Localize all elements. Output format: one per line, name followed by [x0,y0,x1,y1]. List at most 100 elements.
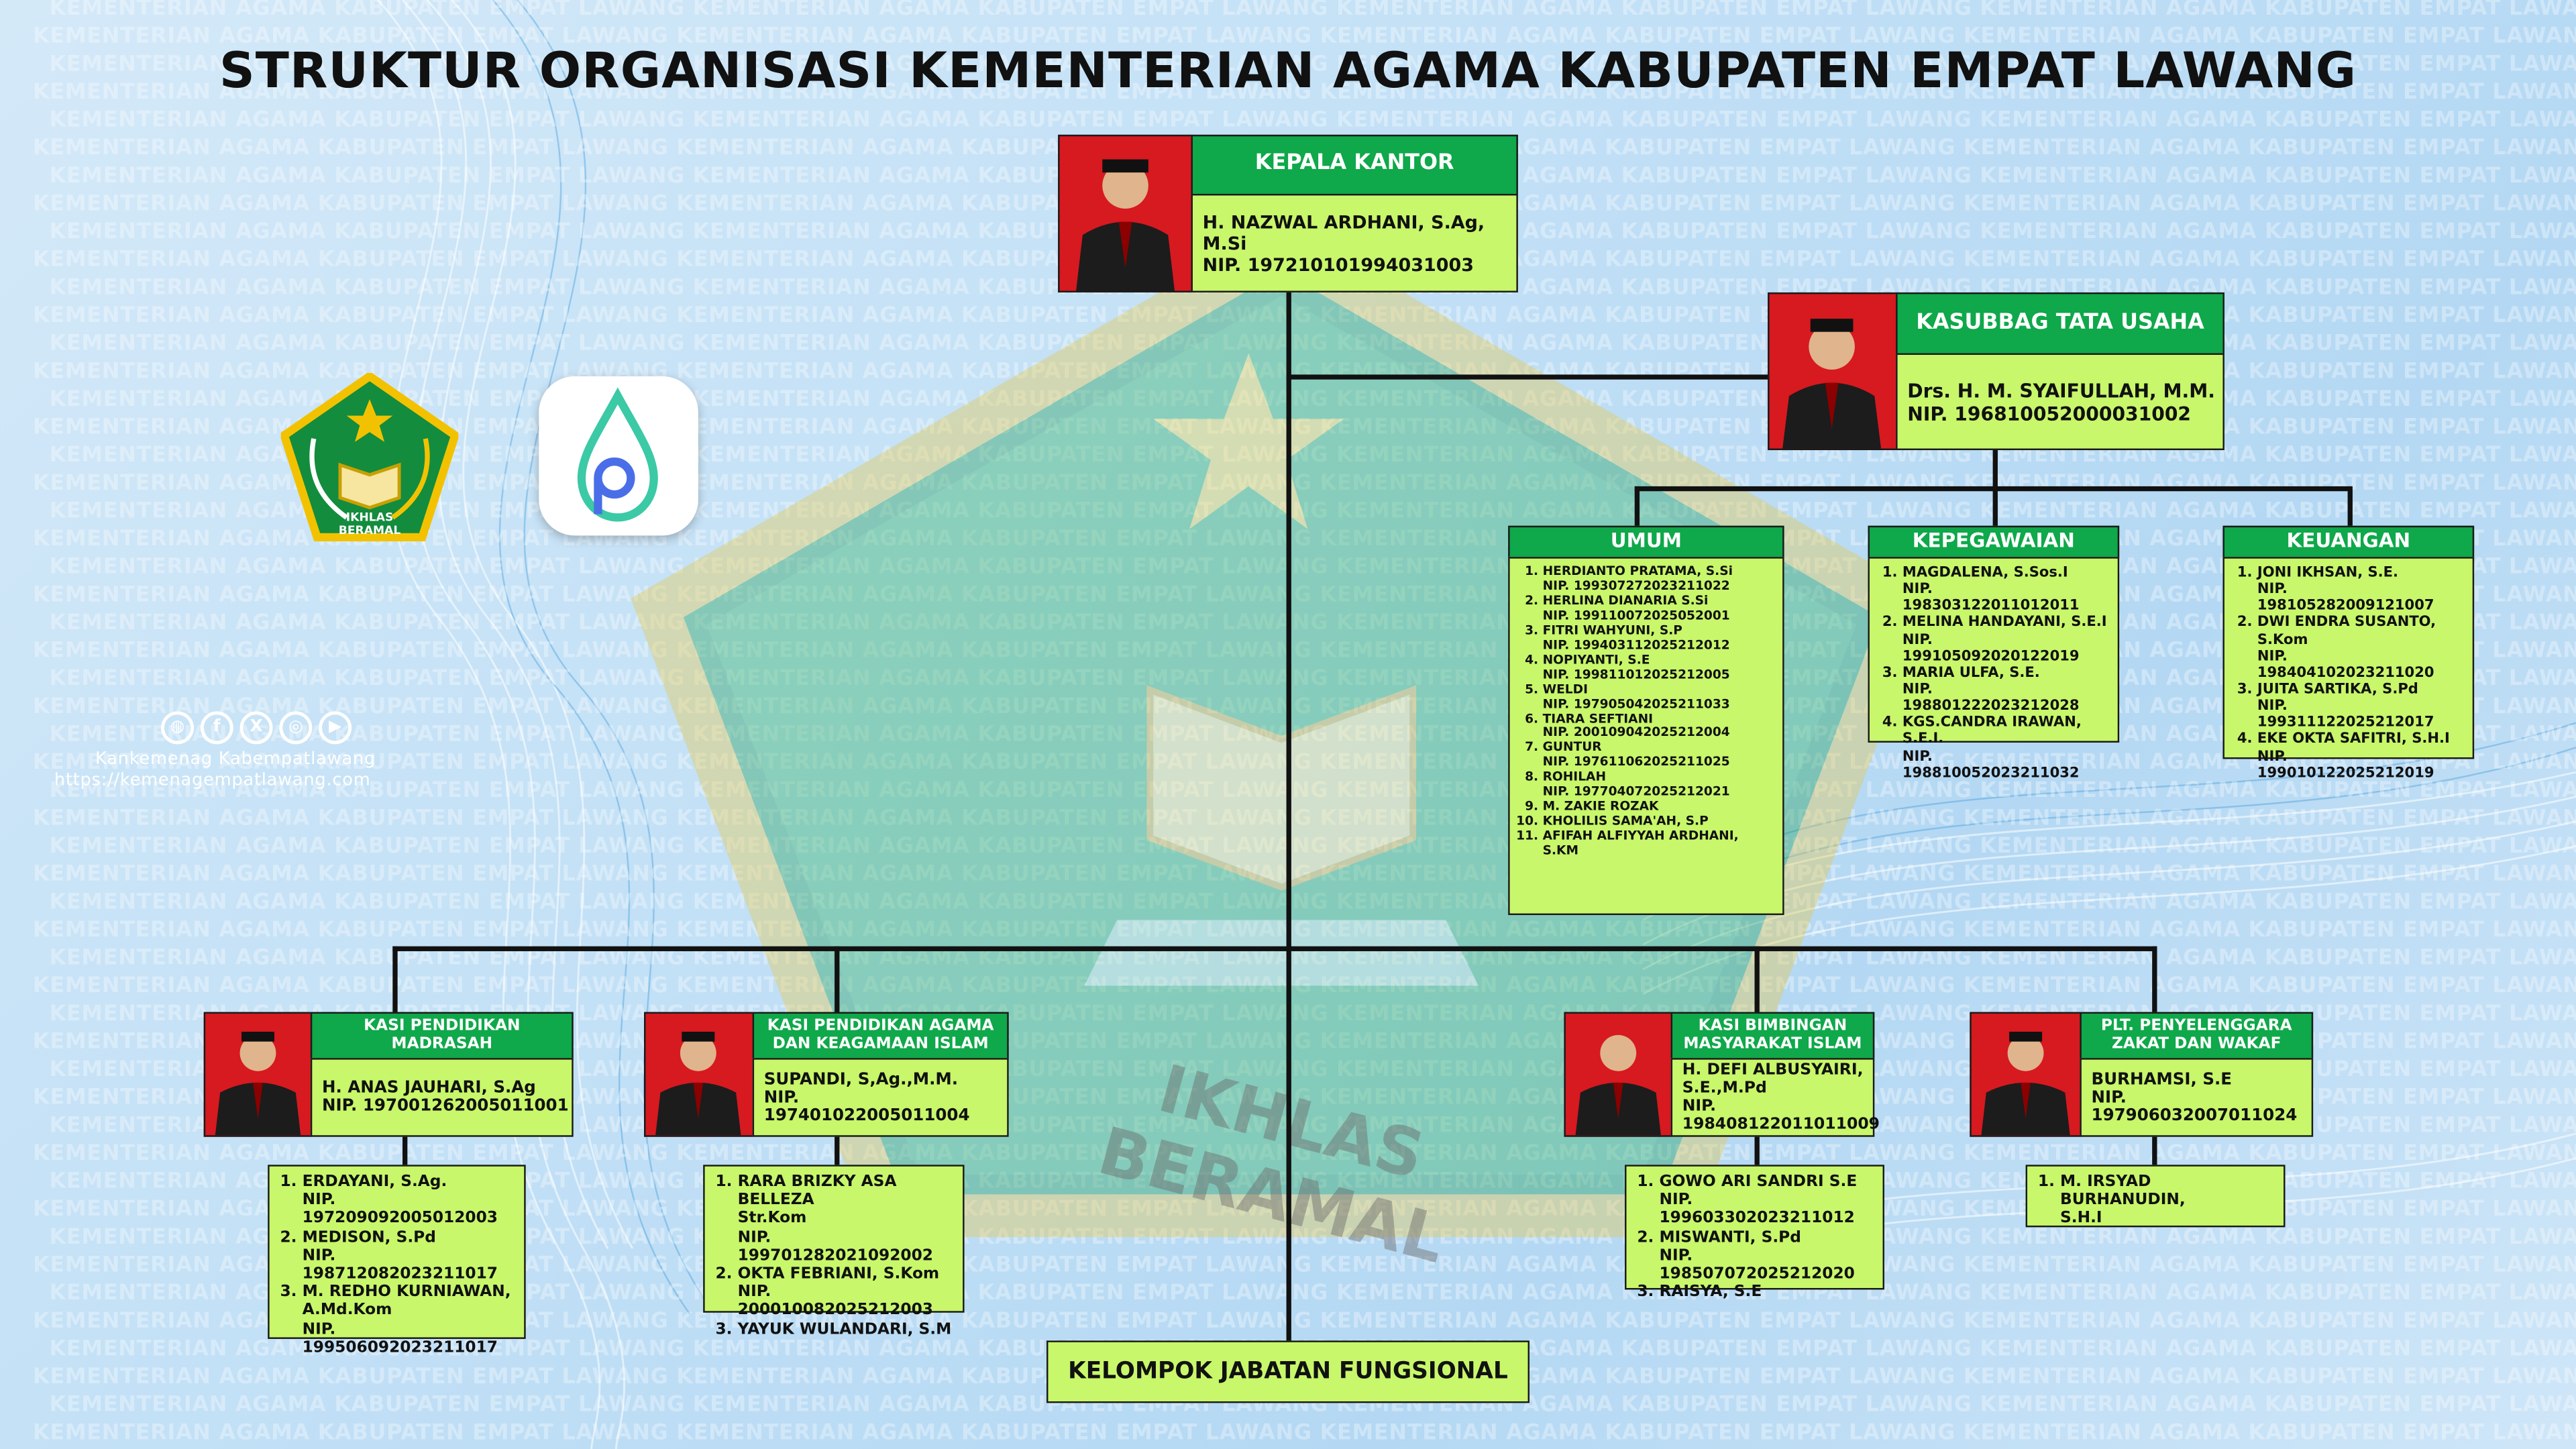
connector-sec1-list [402,1133,408,1167]
facebook-icon[interactable]: f [200,711,233,745]
section-photo-1 [203,1012,313,1137]
umum-list: HERDIANTO PRATAMA, S.Si NIP. 19930727202… [1508,557,1784,916]
person-icon [215,1031,301,1136]
tu-info: Drs. H. M. SYAIFULLAH, M.M. NIP. 1968100… [1896,353,2224,451]
list-item: MEDISON, S.Pd NIP. 198712082023211017 [303,1228,518,1283]
list-item: MARIA ULFA, S.E. NIP. 198801222023212028 [1902,665,2111,715]
connector-sec-1 [392,946,398,1012]
kepegawaian-list: MAGDALENA, S.Sos.I NIP. 1983031220110120… [1868,557,2120,782]
list-item: NOPIYANTI, S.E NIP. 199811012025212005 [1543,652,1776,683]
list-item: RAISYA, S.E [1659,1283,1876,1301]
keuangan-title: KEUANGAN [2222,525,2475,559]
connector-sections-branch [392,946,2157,951]
person-icon [1076,159,1175,291]
section-nip-2: NIP. 197401022005011004 [763,1088,970,1125]
section-list-2: RARA BRIZKY ASA BELLEZA Str.Kom NIP. 199… [703,1165,965,1338]
list-item: YAYUK WULANDARI, S.M [738,1320,957,1338]
page-title: STRUKTUR ORGANISASI KEMENTERIAN AGAMA KA… [219,42,2357,101]
section-photo-3 [1564,1012,1673,1137]
section-role-2: KASI PENDIDIKAN AGAMA DAN KEAGAMAAN ISLA… [752,1012,1009,1060]
tu-photo [1768,292,1898,451]
list-item: HERLINA DIANARIA S.Si NIP. 1991100720250… [1543,593,1776,624]
list-item: FITRI WAHYUNI, S.P NIP. 1994031120252120… [1543,623,1776,653]
section-nip-4: NIP. 197906032007011024 [2091,1088,2298,1125]
section-role-3: KASI BIMBINGAN MASYARAKAT ISLAM [1670,1012,1875,1060]
connector-sec-3 [1754,946,1760,1012]
section-info-3: H. DEFI ALBUSYAIRI, S.E.,M.Pd NIP. 19840… [1670,1058,1880,1137]
connector-keuangan [2347,486,2353,526]
list-item: JONI IKHSAN, S.E. NIP. 19810528200912100… [2257,565,2466,615]
list-item: KHOLILIS SAMA'AH, S.P [1543,814,1776,830]
head-role: KEPALA KANTOR [1191,134,1518,196]
tu-role: KASUBBAG TATA USAHA [1896,292,2224,355]
social-handle: Kankemenag Kabempatlawang [95,749,376,769]
section-list-1: ERDAYANI, S.Ag. NIP. 197209092005012003M… [268,1165,526,1356]
list-item: JUITA SARTIKA, S.Pd NIP. 199311122025212… [2257,682,2466,732]
connector-main-vertical [1286,292,1291,1344]
section-nip-1: NIP. 197001262005011001 [322,1097,569,1116]
list-item: HERDIANTO PRATAMA, S.Si NIP. 19930727202… [1543,564,1776,594]
list-item: ERDAYANI, S.Ag. NIP. 197209092005012003 [303,1173,518,1228]
connector-sec-2 [835,946,840,1012]
list-item: WELDI NIP. 197905042025211033 [1543,682,1776,712]
x-icon[interactable]: X [239,711,273,745]
connector-tu-down [1992,448,1998,490]
list-item: OKTA FEBRIANI, S.Kom NIP. 20001008202521… [738,1265,957,1320]
section-role-1: KASI PENDIDIKAN MADRASAH [310,1012,574,1060]
globe-icon[interactable]: ◍ [161,711,194,745]
connector-tu-branch [1634,486,2351,492]
fungsional-label: KELOMPOK JABATAN FUNGSIONAL [1068,1358,1508,1385]
list-item: MAGDALENA, S.Sos.I NIP. 1983031220110120… [1902,565,2111,615]
tu-name: Drs. H. M. SYAIFULLAH, M.M. [1907,378,2215,402]
instagram-icon[interactable]: ◎ [279,711,313,745]
section-list-4: M. IRSYAD BURHANUDIN, S.H.I [2025,1165,2286,1228]
connector-umum [1634,486,1640,526]
kemenag-logo-text: IKHLAS BERAMAL [338,511,401,537]
section-info-2: SUPANDI, S,Ag.,M.M. NIP. 197401022005011… [752,1058,1009,1137]
person-icon [1575,1034,1661,1136]
youtube-icon[interactable]: ▶ [319,711,352,745]
connector-sec2-list [835,1133,840,1167]
section-role-4: PLT. PENYELENGGARA ZAKAT DAN WAKAF [2080,1012,2314,1060]
person-icon [1981,1031,2070,1136]
list-item: AFIFAH ALFIYYAH ARDHANI, S.KM [1543,828,1776,859]
social-url[interactable]: https://kemenagempatlawang.com [54,770,371,790]
connector-sec3-list [1754,1133,1760,1167]
connector-to-tu [1286,374,1768,380]
drop-icon [577,387,658,522]
list-item: TIARA SEFTIANI NIP. 200109042025212004 [1543,710,1776,742]
section-info-1: H. ANAS JAUHARI, S.Ag NIP. 1970012620050… [310,1058,574,1137]
kepegawaian-title: KEPEGAWAIAN [1868,525,2120,559]
tu-nip: NIP. 196810052000031002 [1907,401,2192,425]
list-item: M. ZAKIE ROZAK [1543,799,1776,815]
list-item: MELINA HANDAYANI, S.E.I NIP. 19910509202… [1902,615,2111,665]
section-name-2: SUPANDI, S,Ag.,M.M. [763,1070,959,1089]
connector-sec4-list [2152,1133,2157,1167]
section-nip-3: NIP. 198408122011011009 [1682,1097,1880,1134]
head-photo [1058,134,1193,292]
section-name-4: BURHAMSI, S.E [2091,1070,2233,1089]
fungsional-box: KELOMPOK JABATAN FUNGSIONAL [1046,1340,1529,1403]
head-info: H. NAZWAL ARDHANI, S.Ag, M.Si NIP. 19721… [1191,193,1518,292]
list-item: RARA BRIZKY ASA BELLEZA Str.Kom NIP. 199… [738,1173,957,1265]
connector-sec-4 [2152,946,2157,1012]
list-item: EKE OKTA SAFITRI, S.H.I NIP. 19901012202… [2257,732,2466,782]
list-item: DWI ENDRA SUSANTO, S.Kom NIP. 1984041020… [2257,615,2466,682]
section-list-3: GOWO ARI SANDRI S.E NIP. 199603302023211… [1625,1165,1884,1301]
list-item: GUNTUR NIP. 197611062025211025 [1543,740,1776,771]
list-item: M. REDHO KURNIAWAN, A.Md.Kom NIP. 199506… [303,1283,518,1357]
keuangan-list: JONI IKHSAN, S.E. NIP. 19810528200912100… [2222,557,2475,782]
section-info-4: BURHAMSI, S.E NIP. 197906032007011024 [2080,1058,2314,1137]
list-item: ROHILAH NIP. 197704072025212021 [1543,769,1776,800]
app-icon[interactable] [539,376,698,536]
section-name-1: H. ANAS JAUHARI, S.Ag [322,1079,536,1097]
person-icon [1782,319,1882,449]
section-photo-2 [644,1012,755,1137]
list-item: KGS.CANDRA IRAWAN, S.E.I. NIP. 198810052… [1902,715,2111,782]
head-name: H. NAZWAL ARDHANI, S.Ag, M.Si [1202,211,1485,254]
list-item: MISWANTI, S.Pd NIP. 198507072025212020 [1659,1228,1876,1283]
section-photo-4 [1970,1012,2082,1137]
